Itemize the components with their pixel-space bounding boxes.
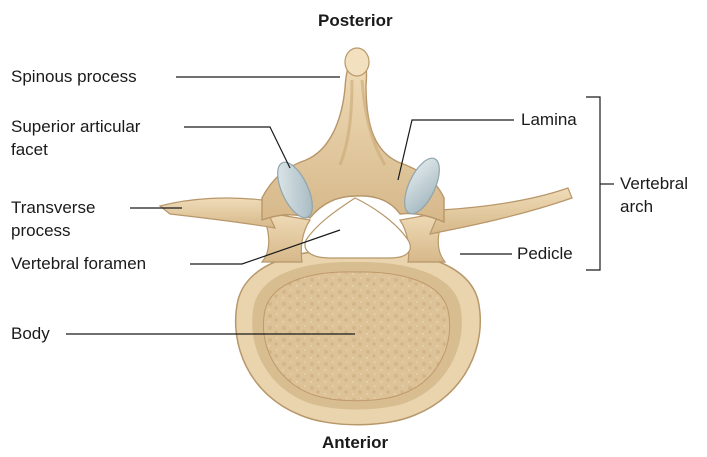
label-vertebral-arch-line1: Vertebral (620, 174, 688, 194)
anterior-label: Anterior (322, 433, 388, 453)
label-body: Body (11, 324, 50, 344)
label-vertebral-arch-line2: arch (620, 197, 653, 217)
vertebral-arch-bracket (586, 97, 600, 270)
label-spinous-process: Spinous process (11, 67, 137, 87)
posterior-label: Posterior (318, 11, 393, 31)
label-lamina: Lamina (521, 110, 577, 130)
label-pedicle: Pedicle (517, 244, 573, 264)
label-superior-articular-facet-line2: facet (11, 140, 48, 160)
leader-superior-articular-facet (184, 127, 290, 168)
label-transverse-process-line2: process (11, 221, 71, 241)
vertebral-body (236, 250, 481, 425)
label-transverse-process-line1: Transverse (11, 198, 95, 218)
label-superior-articular-facet-line1: Superior articular (11, 117, 140, 137)
label-vertebral-foramen: Vertebral foramen (11, 254, 146, 274)
